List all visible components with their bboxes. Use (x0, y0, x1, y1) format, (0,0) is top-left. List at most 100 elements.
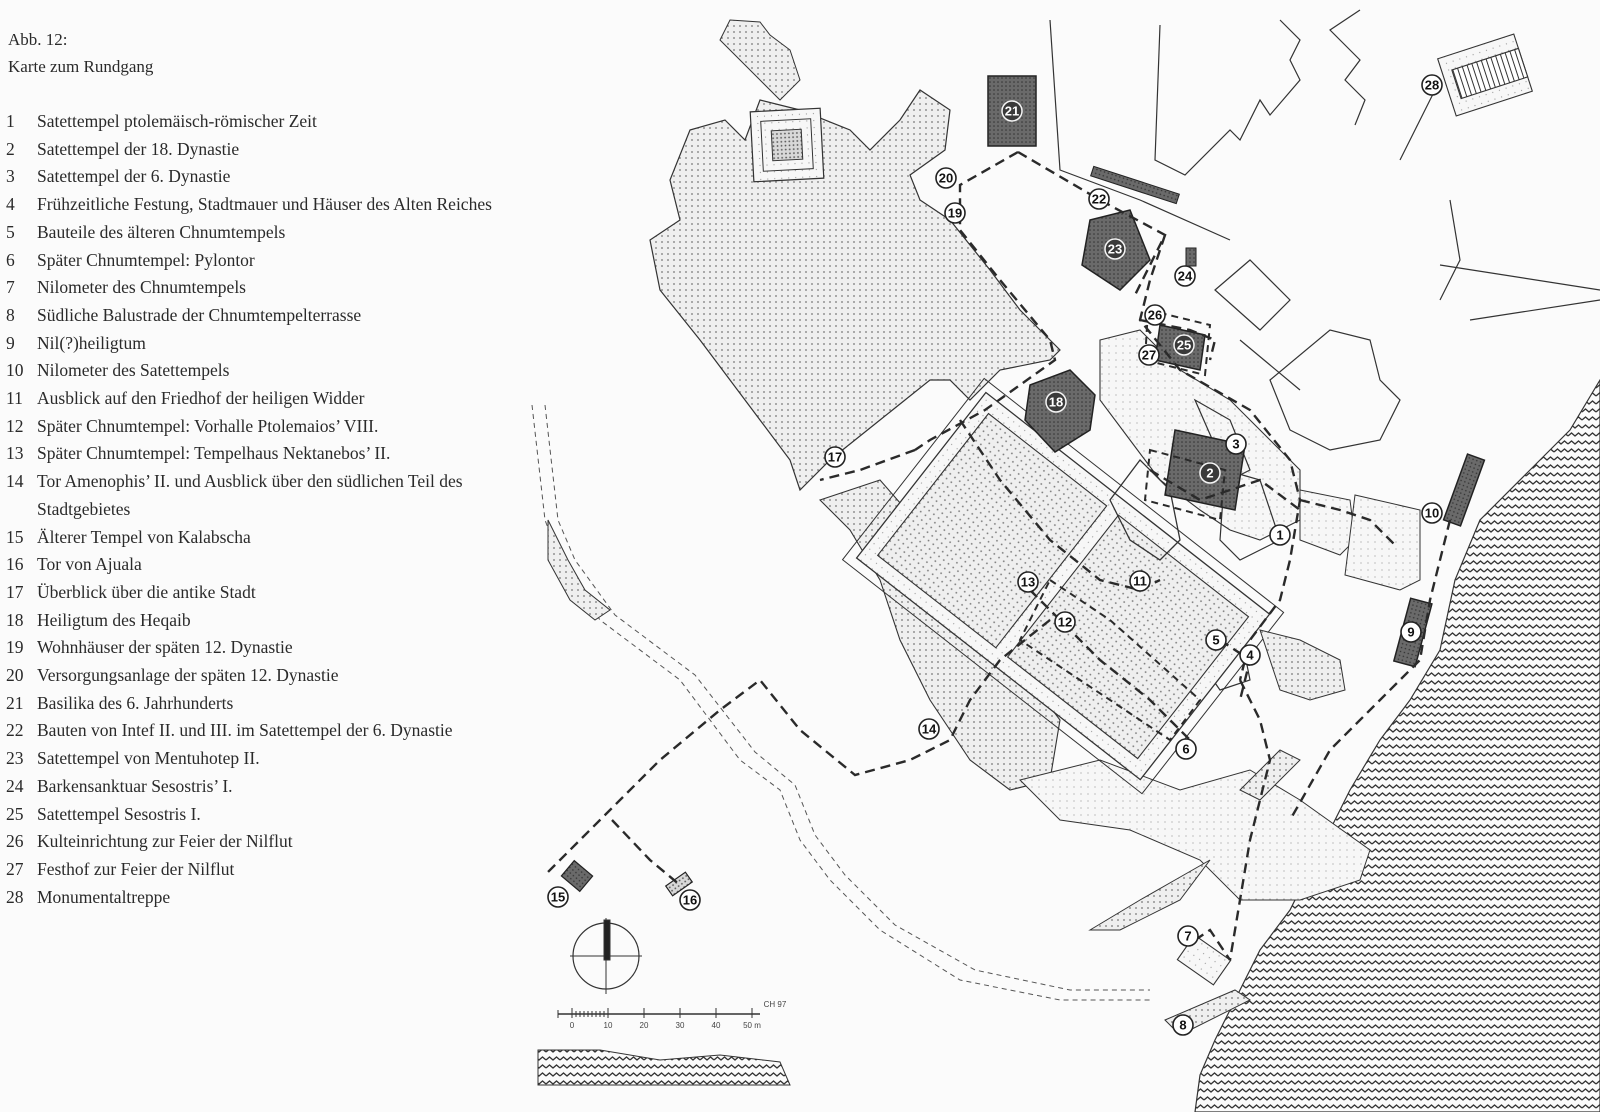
figure-label: Abb. 12: (8, 30, 68, 49)
legend-item: 10 Nilometer des Satettempels (6, 357, 506, 385)
legend-text: Satettempel ptolemäisch-römischer Zeit (37, 111, 317, 131)
marker-number: 2 (1206, 466, 1213, 481)
marker-number: 10 (1425, 506, 1439, 521)
legend-number: 12 (6, 415, 24, 436)
legend-text: Älterer Tempel von Kalabscha (37, 526, 251, 547)
legend-number: 10 (6, 360, 24, 381)
marker-circle (679, 889, 701, 911)
marker-circle (1225, 433, 1247, 455)
legend-number: 9 (6, 332, 15, 353)
legend-item: 25 Satettempel Sesostris I. (6, 801, 506, 829)
legend-number: 2 (6, 138, 15, 159)
marker-number: 7 (1184, 929, 1191, 944)
marker-circle (1421, 74, 1443, 96)
east-platform (1344, 494, 1421, 591)
legend-number: 18 (6, 609, 24, 630)
marker-circle (918, 718, 940, 740)
scale-tick-label: 50 m (743, 1021, 761, 1030)
legend-text: Ausblick auf den Friedhof der heiligen W… (37, 388, 365, 409)
scale-tick-label: 0 (570, 1021, 575, 1030)
marker-number: 18 (1049, 395, 1063, 410)
legend-text: Satettempel Sesostris I. (37, 803, 201, 824)
marker-circle (1205, 629, 1227, 651)
marker-number: 8 (1179, 1018, 1186, 1033)
river-wall (1219, 469, 1281, 561)
north-arrow (570, 918, 642, 994)
northwest-square-structure (749, 107, 825, 183)
marker-circle (1054, 611, 1076, 633)
ruins-area-northwest (649, 89, 1061, 492)
nilometer-satet (1442, 453, 1486, 527)
marker-number: 4 (1246, 648, 1254, 663)
legend-number: 15 (6, 526, 24, 547)
legend-text: Nilometer des Satettempels (37, 360, 230, 381)
map-marker: 20 (935, 167, 957, 189)
marker-number: 21 (1005, 104, 1019, 119)
marker-circle (1017, 571, 1039, 593)
legend-text: Satettempel von Mentuhotep II. (37, 748, 260, 769)
legend-text: Festhof zur Feier der Nilflut (37, 858, 235, 879)
map-marker: 21 (1001, 100, 1023, 122)
map-marker: 10 (1421, 502, 1443, 524)
intef-building (1090, 165, 1180, 205)
marker-number: 5 (1212, 633, 1219, 648)
marker-circle (1421, 502, 1443, 524)
map-marker: 25 (1173, 334, 1195, 356)
marker-circle (1177, 925, 1199, 947)
map-marker: 6 (1175, 738, 1197, 760)
legend-number: 4 (6, 194, 15, 215)
legend-number: 21 (6, 692, 24, 713)
legend-text: Nil(?)heiligtum (37, 332, 146, 353)
legend-text: Kulteinrichtung zur Feier der Nilflut (37, 831, 293, 852)
nile-river-bottom (537, 1049, 791, 1086)
map-marker: 24 (1174, 265, 1196, 287)
legend-text: Tor von Ajuala (37, 554, 142, 575)
legend-number: 27 (6, 858, 24, 879)
map-marker: 8 (1172, 1014, 1194, 1036)
legend-item: 4 Frühzeitliche Festung, Stadtmauer und H… (6, 191, 506, 219)
marker-circle (1174, 265, 1196, 287)
marker-circle (1269, 524, 1291, 546)
legend-text: Basilika des 6. Jahrhunderts (37, 692, 234, 713)
legend-number: 28 (6, 886, 24, 907)
marker-number: 24 (1178, 269, 1193, 284)
marker-number: 11 (1133, 574, 1147, 589)
legend-text: Frühzeitliche Festung, Stadtmauer und Hä… (37, 194, 492, 215)
map-marker: 15 (547, 886, 569, 908)
rock-outcrop (1259, 629, 1346, 701)
marker-number: 1 (1276, 528, 1283, 543)
marker-circle (1045, 391, 1067, 413)
legend-number: 25 (6, 803, 24, 824)
legend-text: Überblick über die antike Stadt (37, 581, 256, 602)
legend-number: 16 (6, 554, 24, 575)
map-marker: 19 (944, 202, 966, 224)
nilometer-khnum-structure (1176, 934, 1232, 986)
legend-text: Heiligtum des Heqaib (37, 609, 191, 630)
rock-ridge (1088, 859, 1211, 931)
figure-caption: Abb. 12: Karte zum Rundgang (8, 26, 153, 80)
marker-number: 23 (1108, 242, 1122, 257)
marker-circle (547, 886, 569, 908)
legend-text: Später Chnumtempel: Tempelhaus Nektanebo… (37, 443, 391, 464)
legend-text: Tor Amenophis’ II. und Ausblick über den… (37, 471, 463, 519)
legend-item: 21 Basilika des 6. Jahrhunderts (6, 690, 506, 718)
map-marker: 28 (1421, 74, 1443, 96)
legend-text: Versorgungsanlage der späten 12. Dynasti… (37, 665, 339, 686)
western-pathway (531, 404, 1150, 1001)
marker-circle (1199, 462, 1221, 484)
map-marker: 26 (1144, 304, 1166, 326)
marker-number: 28 (1425, 78, 1439, 93)
marker-number: 16 (683, 893, 697, 908)
